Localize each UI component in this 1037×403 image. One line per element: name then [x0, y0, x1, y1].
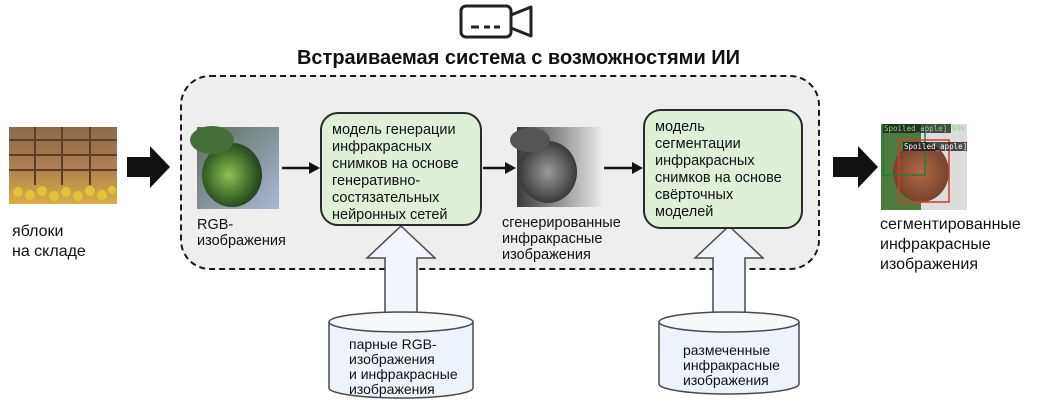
gan-model-box: модель генерации инфракрасных снимков на… [320, 112, 482, 226]
cnn-model-line: моделей [655, 204, 714, 220]
generated-ir-image [517, 127, 601, 207]
generated-label-line: инфракрасные [502, 231, 603, 247]
cnn-model-box: модель сегментации инфракрасных снимков … [643, 109, 803, 229]
input-label-line: на складе [12, 243, 86, 260]
gan-model-line: снимков на основе [332, 156, 459, 172]
output-label: сегментированные инфракрасные изображени… [880, 215, 1021, 275]
gan-model-line: нейронных сетей [332, 207, 448, 223]
cnn-model-line: свёрточных [655, 187, 734, 203]
rgb-images-label: RGB- изображения [197, 217, 286, 249]
rgb-label-line: изображения [197, 233, 286, 249]
generated-images-label: сгенерированные инфракрасные изображения [502, 215, 621, 263]
rgb-label-line: RGB- [197, 217, 234, 233]
cnn-model-line: модель [655, 119, 705, 135]
system-title: Встраиваемая система с возможностями ИИ [296, 47, 741, 69]
gan-model-line: генеративно- [332, 173, 421, 189]
generated-label-line: изображения [502, 247, 591, 263]
input-label-line: яблоки [12, 223, 64, 240]
gan-model-line: инфракрасных [332, 139, 432, 155]
db-left-line: изображения [349, 351, 435, 367]
cnn-model-line: инфракрасных [655, 153, 755, 169]
gan-model-line: состязательных [332, 190, 440, 206]
db-right-line: инфракрасные [683, 357, 780, 373]
db-left-line: и инфракрасные [349, 366, 458, 382]
generated-label-line: сгенерированные [502, 215, 621, 231]
rgb-apple-image [197, 127, 279, 209]
db-left-line: изображения [349, 381, 435, 397]
paired-images-database: парные RGB- изображения и инфракрасные и… [349, 337, 458, 397]
segmented-ir-image [881, 124, 967, 210]
db-right-line: размеченные [683, 342, 771, 358]
db-left-line: парные RGB- [349, 336, 437, 352]
output-label-line: сегментированные [880, 216, 1021, 233]
output-arrow-icon [833, 146, 879, 188]
detection-label-2: Spoiled_apple] 1 [904, 142, 977, 151]
output-label-line: инфракрасные [880, 236, 991, 253]
cnn-model-line: снимков на основе [655, 170, 782, 186]
cnn-model-line: сегментации [655, 136, 741, 152]
gan-model-line: модель генерации [332, 122, 456, 138]
output-label-line: изображения [880, 256, 978, 273]
input-arrow-icon [127, 146, 171, 188]
detection-label-1: Spoiled_apple] 99% [884, 124, 966, 133]
input-label: яблоки на складе [12, 222, 86, 262]
labeled-ir-database: размеченные инфракрасные изображения [683, 343, 780, 388]
db-right-line: изображения [683, 372, 769, 388]
